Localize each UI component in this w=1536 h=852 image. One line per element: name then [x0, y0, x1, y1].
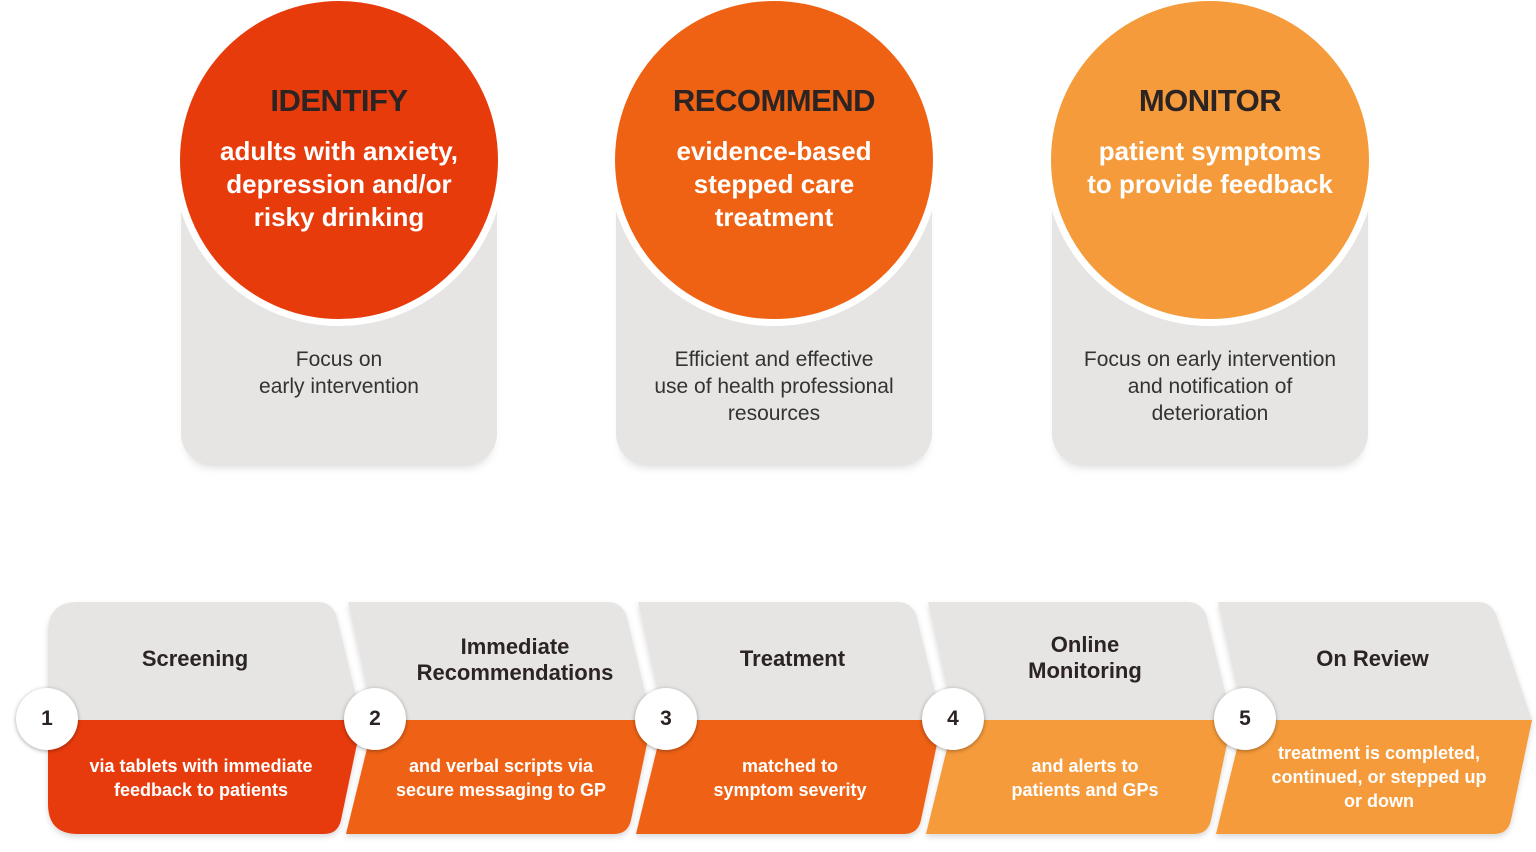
circle-body: evidence-based stepped care treatment [676, 136, 872, 232]
step-3-description: matched to symptom severity [713, 756, 867, 800]
step-5-number-badge: 5 [1214, 688, 1276, 750]
circle-body: adults with anxiety, depression and/or r… [220, 136, 458, 232]
step-4-description: and alerts to patients and GPs [1011, 756, 1159, 800]
step-4-title: Online Monitoring [1028, 632, 1142, 683]
step-5-description: treatment is completed, continued, or st… [1271, 743, 1487, 811]
circle-title: IDENTIFY [270, 83, 408, 118]
step-1-number-badge: 1 [16, 688, 78, 750]
step-1-shape [48, 602, 362, 834]
card-description: Focus on early intervention and notifica… [1083, 348, 1337, 425]
circle-title: MONITOR [1138, 83, 1282, 118]
step-5-title: On Review [1316, 646, 1429, 671]
circle-monitor: MONITOR patient symptoms to provide feed… [1044, 0, 1376, 326]
circle-recommend: RECOMMEND evidence-based stepped care tr… [608, 0, 940, 326]
step-1-title: Screening [141, 646, 249, 671]
card-monitor: MONITOR patient symptoms to provide feed… [1044, 0, 1376, 466]
card-identify: IDENTIFY adults with anxiety, depression… [173, 0, 505, 466]
step-2-number-badge: 2 [344, 688, 406, 750]
card-recommend: RECOMMEND evidence-based stepped care tr… [608, 0, 940, 466]
circle-title: RECOMMEND [672, 83, 876, 118]
card-description: Efficient and effective use of health pr… [654, 348, 894, 425]
step-1-description: via tablets with immediate feedback to p… [89, 756, 313, 800]
step-3-title: Treatment [739, 646, 846, 671]
step-2-shape [346, 602, 652, 834]
step-2-title: Immediate Recommendations [416, 634, 614, 685]
step-4-number-badge: 4 [922, 688, 984, 750]
circle-body: patient symptoms to provide feedback [1087, 136, 1333, 199]
step-3-number-badge: 3 [635, 688, 697, 750]
card-description: Focus on early intervention [259, 348, 419, 398]
step-4-shape [926, 602, 1232, 834]
step-5-shape [1216, 602, 1532, 834]
step-3-shape [636, 602, 942, 834]
step-2-description: and verbal scripts via secure messaging … [395, 756, 607, 800]
circle-identify: IDENTIFY adults with anxiety, depression… [173, 0, 505, 326]
